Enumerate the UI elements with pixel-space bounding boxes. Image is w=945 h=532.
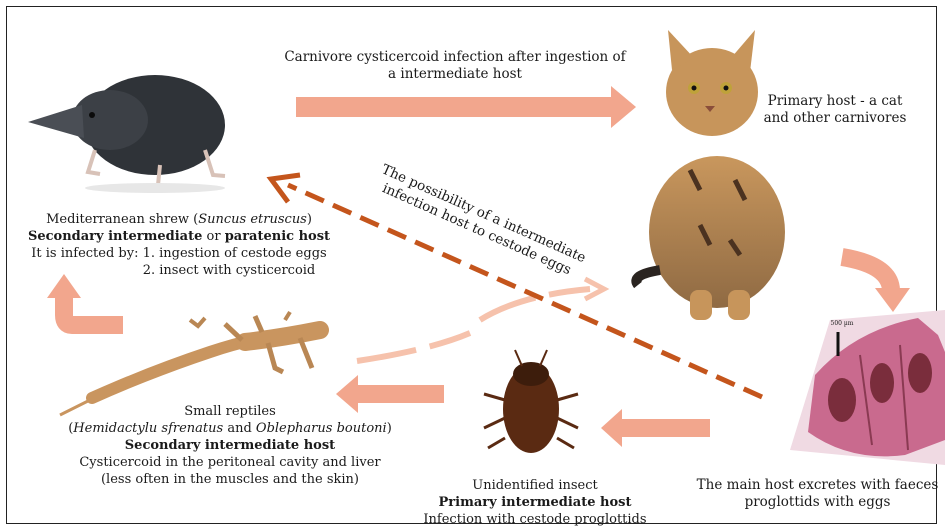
arrow-dashed-to-cat xyxy=(357,279,604,361)
reptile-desc-1: Cysticercoid in the peritoneal cavity an… xyxy=(40,454,420,471)
arrow-shrew-to-cat xyxy=(296,86,636,128)
shrew-image xyxy=(28,75,225,193)
proglottid-scale-label: 500 µm xyxy=(828,320,856,327)
insect-image xyxy=(484,350,578,453)
insect-title: Unidentified insect xyxy=(395,477,675,494)
shrew-caption: Mediterranean shrew (Suncus etruscus) Se… xyxy=(14,211,344,279)
arrow-cat-to-proglottid xyxy=(842,257,910,312)
shrew-infected-by-2: 2. insect with cysticercoid xyxy=(14,262,344,279)
reptile-role: Secondary intermediate host xyxy=(40,437,420,454)
proglottid-caption: The main host excretes with faeces progl… xyxy=(695,477,940,511)
arrow-proglottid-to-insect xyxy=(601,409,710,447)
reptile-desc-2: (less often in the muscles and the skin) xyxy=(40,471,420,488)
reptile-species: (Hemidactylu sfrenatus and Oblepharus bo… xyxy=(40,420,420,437)
shrew-role: Secondary intermediate or paratenic host xyxy=(14,228,344,245)
reptile-caption: Small reptiles (Hemidactylu sfrenatus an… xyxy=(40,403,420,488)
proglottid-image xyxy=(790,310,945,465)
shrew-latin-name: Suncus etruscus xyxy=(198,212,307,227)
arrow-reptile-to-shrew xyxy=(47,274,123,325)
shrew-infected-by: It is infected by: 1. ingestion of cesto… xyxy=(14,245,344,262)
shrew-name: Mediterranean shrew (Suncus etruscus) xyxy=(14,211,344,228)
cat-label: Primary host - a cat and other carnivore… xyxy=(760,93,910,127)
insect-desc: Infection with cestode proglottids xyxy=(395,511,675,528)
edge-label-carnivore-infection: Carnivore cysticercoid infection after i… xyxy=(280,49,630,83)
insect-role: Primary intermediate host xyxy=(395,494,675,511)
cat-image xyxy=(636,30,785,320)
insect-caption: Unidentified insect Primary intermediate… xyxy=(395,477,675,528)
reptile-title: Small reptiles xyxy=(40,403,420,420)
